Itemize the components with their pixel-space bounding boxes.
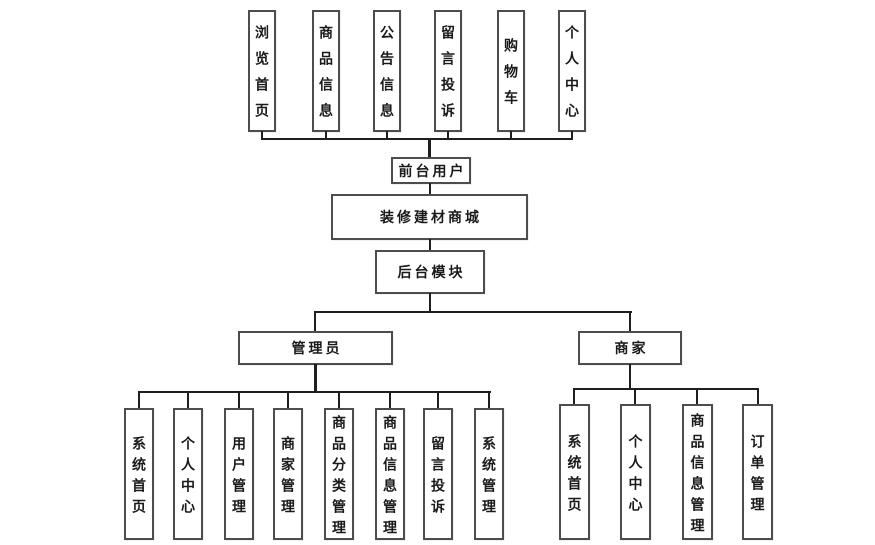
node-merchant-personal-center: 个人中心: [620, 404, 651, 540]
connector-top-stem-1: [261, 131, 263, 140]
connector-admin-stem-6: [389, 391, 391, 409]
node-merchant: 商家: [578, 331, 682, 365]
connector-top-trunk: [428, 138, 431, 158]
node-message-complaint: 留言投诉: [434, 10, 462, 132]
connector-merchant-bus: [573, 388, 759, 390]
node-label: 商品信息: [318, 25, 334, 129]
node-label: 前台用户: [398, 162, 467, 179]
node-merchant-product-info-mgmt: 商品信息管理: [682, 404, 713, 540]
connector-admin-stem-4: [287, 391, 289, 409]
node-label: 订单管理: [749, 433, 766, 518]
node-admin-user-mgmt: 用户管理: [224, 408, 254, 540]
connector-top-stem-6: [571, 131, 573, 140]
node-label: 用户管理: [231, 435, 247, 520]
node-label: 商品信息管理: [382, 414, 398, 541]
node-label: 个人中心: [180, 435, 196, 520]
node-label: 装修建材商城: [380, 209, 482, 225]
connector-top-stem-4: [447, 131, 449, 140]
node-browse-home: 浏览首页: [248, 10, 276, 132]
node-label: 购物车: [503, 38, 519, 116]
node-personal-center: 个人中心: [558, 10, 586, 132]
connector-admin-stem-7: [437, 391, 439, 409]
node-mall-root: 装修建材商城: [331, 194, 528, 240]
connector-merchant-stem-4: [757, 388, 759, 405]
connector-merchant-trunk: [629, 364, 631, 390]
connector-admin-stem-8: [488, 391, 490, 409]
node-admin-system-mgmt: 系统管理: [474, 408, 504, 540]
connector-root-backend: [429, 239, 431, 251]
connector-frontuser-root: [429, 183, 431, 195]
connector-admin-trunk: [314, 364, 317, 393]
node-merchant-order-mgmt: 订单管理: [742, 404, 773, 540]
node-announcement-info: 公告信息: [373, 10, 401, 132]
connector-top-stem-3: [386, 131, 388, 140]
connector-top-stem-5: [510, 131, 512, 140]
node-label: 浏览首页: [254, 25, 270, 129]
node-admin-product-info-mgmt: 商品信息管理: [375, 408, 405, 541]
connector-merchant-stem-2: [634, 388, 636, 405]
node-admin-system-home: 系统首页: [124, 408, 154, 540]
connector-drop-admin: [314, 311, 316, 332]
node-label: 商品信息管理: [689, 412, 706, 539]
node-label: 商家: [614, 340, 649, 356]
node-label: 系统管理: [481, 435, 497, 520]
node-admin-message-complaint: 留言投诉: [423, 408, 453, 540]
node-label: 留言投诉: [430, 435, 446, 520]
connector-top-stem-2: [325, 131, 327, 140]
connector-drop-merchant: [629, 311, 631, 332]
node-label: 公告信息: [379, 25, 395, 129]
node-label: 系统首页: [131, 435, 147, 520]
node-admin-merchant-mgmt: 商家管理: [273, 408, 303, 540]
node-merchant-system-home: 系统首页: [559, 404, 590, 540]
node-admin: 管理员: [238, 331, 393, 365]
node-shopping-cart: 购物车: [497, 10, 525, 132]
connector-admin-bus: [138, 391, 491, 393]
node-admin-personal-center: 个人中心: [173, 408, 203, 540]
connector-backend-stem: [429, 293, 431, 313]
node-product-info: 商品信息: [312, 10, 340, 132]
connector-admin-stem-5: [338, 391, 340, 409]
connector-top-bus: [261, 138, 573, 140]
node-label: 商品分类管理: [331, 414, 347, 541]
node-label: 系统首页: [566, 433, 583, 518]
connector-admin-stem-1: [138, 391, 140, 409]
connector-admin-stem-2: [187, 391, 189, 409]
node-label: 个人中心: [627, 433, 644, 518]
connector-split-bus: [314, 311, 632, 313]
connector-admin-stem-3: [238, 391, 240, 409]
node-label: 商家管理: [280, 435, 296, 520]
node-label: 管理员: [291, 340, 343, 356]
connector-merchant-stem-3: [696, 388, 698, 405]
node-label: 个人中心: [564, 25, 580, 129]
node-label: 留言投诉: [440, 25, 456, 129]
connector-merchant-stem-1: [573, 388, 575, 405]
node-front-user: 前台用户: [391, 157, 471, 184]
node-backend-module: 后台模块: [375, 250, 485, 294]
node-admin-product-category-mgmt: 商品分类管理: [324, 408, 354, 541]
node-label: 后台模块: [397, 264, 466, 280]
